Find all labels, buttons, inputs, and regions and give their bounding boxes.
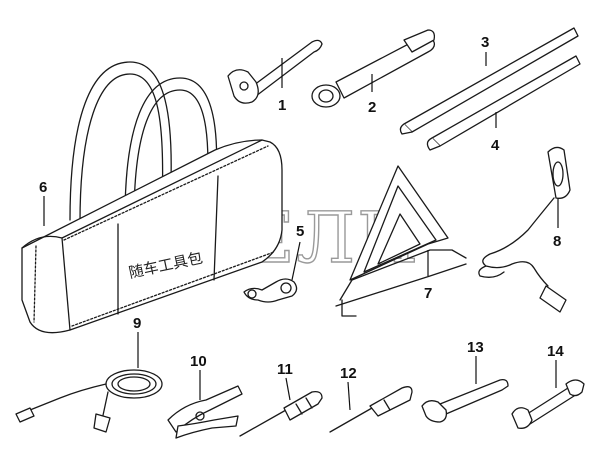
callout-3: 3	[481, 34, 489, 51]
pliers-drawing	[167, 385, 243, 439]
wheel-nut-wrench-drawing	[311, 29, 436, 108]
callout-13: 13	[467, 339, 484, 356]
callout-8: 8	[553, 233, 561, 250]
pry-bars-drawing	[399, 27, 581, 151]
open-end-spanner-drawing	[511, 379, 585, 429]
callout-10: 10	[190, 353, 207, 370]
tool-bag-drawing: 随车工具包	[21, 61, 283, 334]
callout-5: 5	[296, 223, 304, 240]
inspection-lamp-drawing	[478, 146, 571, 313]
callout-11: 11	[277, 361, 293, 378]
callout-4: 4	[491, 137, 500, 154]
callout-9: 9	[133, 315, 141, 332]
callout-1: 1	[278, 97, 286, 114]
callout-12: 12	[340, 365, 357, 382]
callout-14: 14	[547, 343, 564, 360]
adjustable-wrench-small-drawing	[421, 378, 509, 423]
callout-2: 2	[368, 99, 376, 116]
adjustable-wrench-drawing	[227, 39, 323, 104]
callout-6: 6	[39, 179, 47, 196]
ratchet-spanner-drawing	[243, 278, 298, 303]
warning-triangle-drawing	[335, 165, 467, 317]
screwdriver-small-drawing	[329, 386, 413, 433]
screwdriver-large-drawing	[239, 390, 323, 437]
tire-inflation-hose-drawing	[15, 369, 163, 433]
callout-7: 7	[424, 285, 432, 302]
